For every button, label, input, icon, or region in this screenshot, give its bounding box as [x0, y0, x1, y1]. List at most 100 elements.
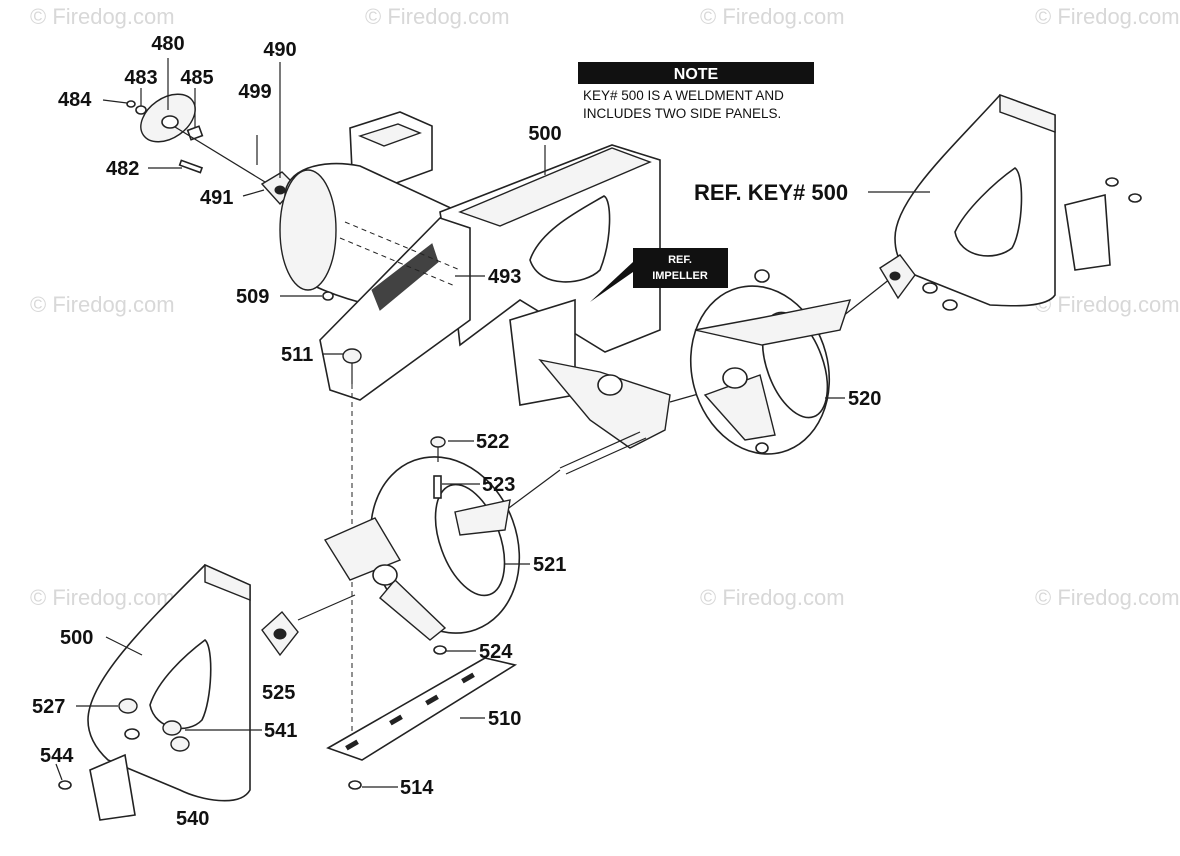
auger-520 [689, 269, 852, 455]
callout-labels: 480 483 484 485 490 499 482 491 500 493 … [32, 33, 881, 830]
callout-541: 541 [264, 720, 297, 742]
callout-490: 490 [263, 39, 296, 61]
bolt-511-head [342, 348, 362, 364]
washer-483 [135, 105, 147, 115]
bolt-509 [322, 291, 334, 301]
right-skid-bracket [1064, 193, 1111, 271]
ref-impeller-callout: REF. IMPELLER [590, 248, 728, 302]
watermark-1: © Firedog.com [30, 4, 175, 29]
callout-499: 499 [238, 81, 271, 103]
callout-480: 480 [151, 33, 184, 55]
watermark-7: © Firedog.com [30, 585, 175, 610]
left-side-panel [58, 563, 356, 821]
bearing-525-hole [273, 628, 287, 640]
callout-540: 540 [176, 808, 209, 830]
left-panel-top [204, 563, 251, 602]
key-482 [178, 159, 204, 174]
pulley-hub [161, 115, 179, 129]
bolt-541a [162, 720, 182, 736]
nut-524 [433, 645, 447, 655]
scraper-slot-1 [345, 739, 359, 751]
callout-485: 485 [180, 67, 213, 89]
auger-520-nut [755, 442, 769, 454]
callout-544: 544 [40, 745, 74, 767]
nut-484 [126, 100, 136, 108]
leader-500-left [105, 636, 143, 656]
right-bearing-hole [889, 271, 901, 281]
right-bracket-bolt-1 [1105, 177, 1119, 187]
watermark-8: © Firedog.com [700, 585, 845, 610]
callout-523: 523 [482, 474, 515, 496]
right-bracket-bolt-2 [1128, 193, 1142, 203]
bolt-522 [430, 436, 446, 448]
ref-impeller-box [633, 248, 728, 288]
rear-panel-cutout [529, 195, 611, 283]
watermark-3: © Firedog.com [700, 4, 845, 29]
right-panel-bolt-1 [922, 282, 938, 294]
note-title: NOTE [674, 66, 719, 83]
callout-520: 520 [848, 388, 881, 410]
leader-544 [55, 763, 63, 781]
right-panel-body [894, 94, 1056, 307]
auger-521 [323, 436, 521, 655]
left-shaft-line [297, 594, 356, 621]
shaft-line [174, 126, 266, 183]
leader-491 [242, 189, 265, 197]
ref-impeller-line-1: REF. [668, 254, 692, 266]
callout-509: 509 [236, 286, 269, 308]
callout-524: 524 [479, 641, 513, 663]
scraper-bar-510 [326, 657, 518, 790]
callout-500-top: 500 [528, 123, 561, 145]
callout-491: 491 [200, 187, 233, 209]
note-box: NOTE KEY# 500 IS A WELDMENT AND INCLUDES… [578, 62, 814, 121]
bolt-544 [58, 780, 72, 790]
watermark-2: © Firedog.com [365, 4, 510, 29]
auger-521-hub [372, 564, 398, 586]
skid-540 [89, 753, 136, 821]
gearbox [538, 358, 671, 449]
callout-514: 514 [400, 777, 434, 799]
auger-housing [279, 111, 661, 406]
scraper-slot-3 [425, 694, 439, 706]
scraper-bar [326, 657, 518, 761]
right-panel-top [999, 94, 1056, 133]
callout-483: 483 [124, 67, 157, 89]
ref-impeller-pointer [590, 262, 633, 302]
callout-527: 527 [32, 696, 65, 718]
note-header [578, 62, 814, 84]
bolt-527 [118, 698, 138, 714]
auger-520-hub [722, 367, 748, 389]
scraper-slot-4 [461, 672, 475, 684]
fan-housing-rim [279, 169, 337, 291]
auger-520-paddle-top [694, 299, 852, 346]
right-side-panel [879, 94, 1142, 311]
nut-514 [348, 780, 362, 790]
callout-522: 522 [476, 431, 509, 453]
scraper-slot-2 [389, 714, 403, 726]
callout-493: 493 [488, 266, 521, 288]
pin-523 [433, 475, 442, 499]
bearing-hole [274, 185, 286, 195]
callout-484: 484 [58, 89, 92, 111]
housing-opening-shadow [371, 243, 439, 311]
callout-510: 510 [488, 708, 521, 730]
auger-521-paddle-bottom [379, 578, 447, 641]
auger-520-bolt [754, 269, 770, 283]
callout-525: 525 [262, 682, 295, 704]
ref-key-500: REF. KEY# 500 [694, 180, 848, 205]
auger-521-paddle-right [454, 499, 511, 536]
bolt-line-493a [344, 221, 461, 271]
callout-482: 482 [106, 158, 139, 180]
watermark-4: © Firedog.com [1035, 4, 1180, 29]
watermark-5: © Firedog.com [30, 292, 175, 317]
housing-top-edge [458, 147, 652, 227]
watermark-6: © Firedog.com [1035, 292, 1180, 317]
callout-521: 521 [533, 554, 566, 576]
watermarks: © Firedog.com © Firedog.com © Firedog.co… [30, 4, 1180, 610]
callout-500-left: 500 [60, 627, 93, 649]
pulley-assembly [126, 93, 297, 206]
auger-521-paddle-left [323, 517, 402, 581]
shaft-lower [559, 431, 641, 469]
spacer-485 [186, 125, 204, 141]
